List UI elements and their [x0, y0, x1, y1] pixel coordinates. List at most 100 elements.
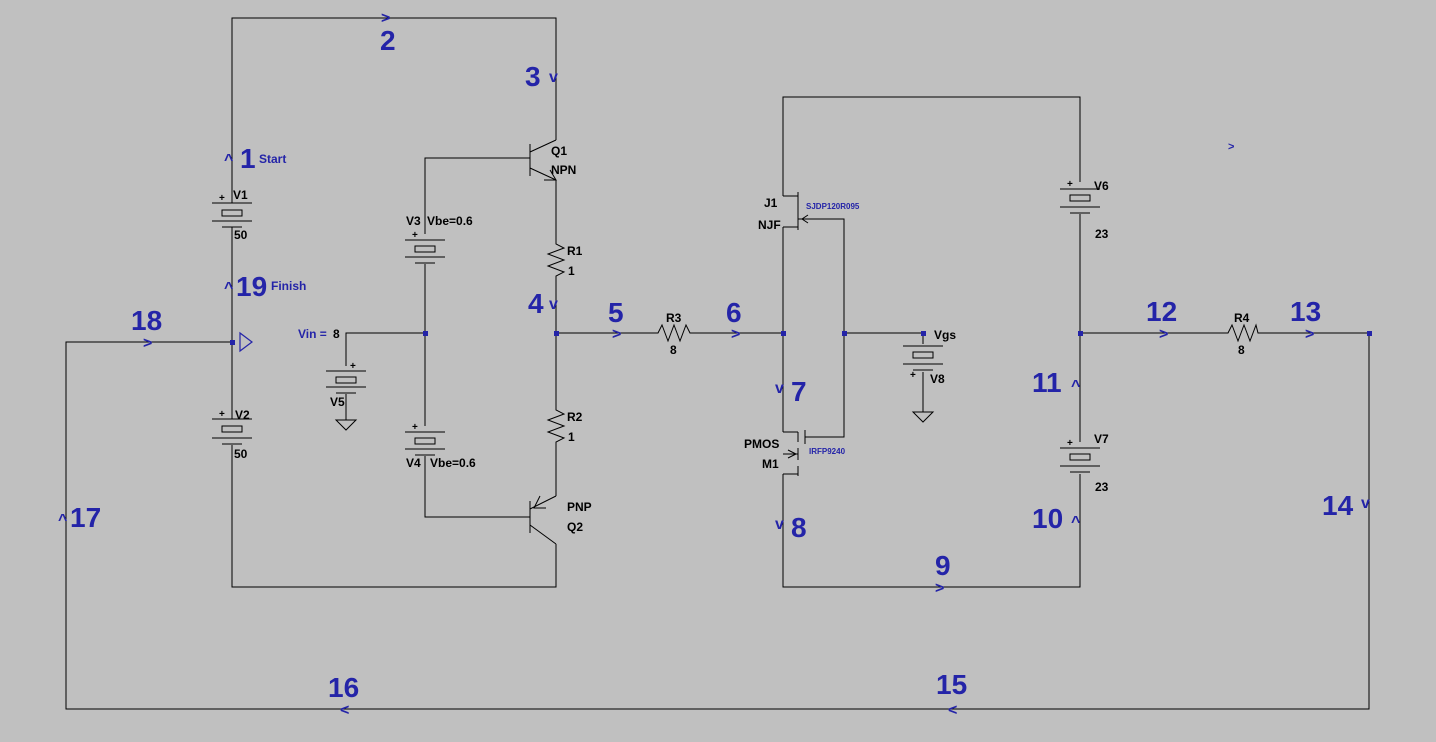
v6-value: 23: [1095, 227, 1109, 241]
net-16-label: 16: [328, 672, 359, 703]
net-1-arrow: ^: [224, 152, 233, 169]
v7-name: V7: [1094, 432, 1109, 446]
net-8-label: 8: [791, 512, 807, 543]
net-3-arrow: v: [549, 69, 558, 86]
net-18-label: 18: [131, 305, 162, 336]
battery-v3[interactable]: [405, 239, 445, 264]
svg-text:+: +: [1067, 179, 1073, 190]
battery-v2[interactable]: [212, 412, 252, 445]
net-14-label: 14: [1322, 490, 1354, 521]
net-12-label: 12: [1146, 296, 1177, 327]
m1-name: M1: [762, 457, 779, 471]
battery-v4[interactable]: [405, 431, 445, 456]
v2-name: V2: [235, 408, 250, 422]
v5-value: 8: [333, 327, 340, 341]
battery-v6[interactable]: [1060, 188, 1100, 214]
net-5-arrow: >: [612, 326, 621, 343]
wire-j1-gate: [805, 218, 845, 438]
m1-model: IRFP9240: [809, 447, 846, 456]
svg-text:+: +: [219, 193, 225, 204]
wire-net-2: [231, 17, 557, 196]
net-13-arrow: >: [1305, 326, 1314, 343]
resistor-r2[interactable]: [546, 404, 566, 446]
r1-name: R1: [567, 244, 583, 258]
stray-arrow: >: [1228, 141, 1234, 153]
net-3-label: 3: [525, 61, 541, 92]
net-11-label: 11: [1032, 367, 1062, 398]
v1-name: V1: [233, 188, 248, 202]
svg-text:+: +: [350, 361, 356, 372]
jfet-j1-njf[interactable]: [783, 192, 844, 230]
vgs-node-marker: [921, 331, 926, 336]
junction-dot: [1367, 331, 1372, 336]
net-14-arrow: v: [1361, 495, 1370, 512]
net-10-arrow: ^: [1071, 514, 1080, 531]
node-flag-icon: [239, 331, 253, 353]
net-17-label: 17: [70, 502, 101, 533]
wire-vin: [345, 332, 425, 366]
junction-dot: [842, 331, 847, 336]
net-2-arrow: >: [381, 10, 390, 27]
svg-text:+: +: [412, 422, 418, 433]
polarity-marks: ++ ++ ++ ++: [219, 179, 1073, 449]
net-9-arrow: >: [935, 580, 944, 597]
net-1-label: 1: [240, 143, 256, 174]
resistor-r4[interactable]: [1222, 323, 1262, 343]
net-labels: ^ 1 Start > 2 3 v 4 v 5 > 6 > v 7 v 8 9 …: [58, 10, 1370, 719]
wire-bottom-loop: [782, 474, 1081, 588]
net-6-label: 6: [726, 297, 742, 328]
q1-name: Q1: [551, 144, 567, 158]
transistor-q2-pnp[interactable]: [529, 495, 557, 545]
net-15-label: 15: [936, 669, 967, 700]
junction-dot: [781, 331, 786, 336]
junction-dot: [423, 331, 428, 336]
junction-dot: [554, 331, 559, 336]
v3-value: Vbe=0.6: [427, 214, 473, 228]
v5-name: V5: [330, 395, 345, 409]
r1-value: 1: [568, 264, 575, 278]
v8-name: V8: [930, 372, 945, 386]
battery-v8[interactable]: [903, 345, 943, 371]
start-note: Start: [259, 152, 286, 166]
battery-v7[interactable]: [1060, 447, 1100, 473]
resistor-r1[interactable]: [546, 238, 566, 280]
wire-top-loop: [782, 96, 1081, 196]
q2-type: PNP: [567, 500, 592, 514]
junction-dot: [230, 340, 235, 345]
v4-value: Vbe=0.6: [430, 456, 476, 470]
net-19-arrow: ^: [224, 280, 233, 297]
wire-bottom-left: [231, 445, 557, 588]
net-15-arrow: <: [948, 702, 957, 719]
net-6-arrow: >: [731, 326, 740, 343]
r2-name: R2: [567, 410, 583, 424]
v4-name: V4: [406, 456, 421, 470]
net-9-label: 9: [935, 550, 951, 581]
net-19-label: 19: [236, 271, 267, 302]
v7-value: 23: [1095, 480, 1109, 494]
component-labels: V1 50 V2 50 V3 Vbe=0.6 V4 Vbe=0.6 Vin = …: [233, 144, 1250, 534]
net-8-arrow: v: [775, 516, 784, 533]
vgs-net-label: Vgs: [934, 328, 956, 342]
v3-name: V3: [406, 214, 421, 228]
vin-net-label: Vin =: [298, 327, 327, 341]
net-7-label: 7: [791, 376, 807, 407]
svg-text:+: +: [219, 409, 225, 420]
q2-name: Q2: [567, 520, 583, 534]
transistor-q1-npn[interactable]: [529, 139, 557, 181]
mosfet-m1-pmos[interactable]: [783, 430, 806, 476]
ground-icon: [334, 419, 358, 431]
net-12-arrow: >: [1159, 326, 1168, 343]
net-11-arrow: ^: [1071, 378, 1080, 395]
battery-v1[interactable]: [212, 196, 252, 228]
v6-name: V6: [1094, 179, 1109, 193]
battery-v5[interactable]: [326, 370, 366, 394]
net-16-arrow: <: [340, 702, 349, 719]
j1-model: SJDP120R095: [806, 202, 860, 211]
j1-name: J1: [764, 196, 778, 210]
r4-value: 8: [1238, 343, 1245, 357]
wire-v4-q2-base: [424, 456, 530, 518]
finish-note: Finish: [271, 279, 306, 293]
resistor-r3[interactable]: [652, 323, 694, 343]
net-4-arrow: v: [549, 296, 558, 313]
